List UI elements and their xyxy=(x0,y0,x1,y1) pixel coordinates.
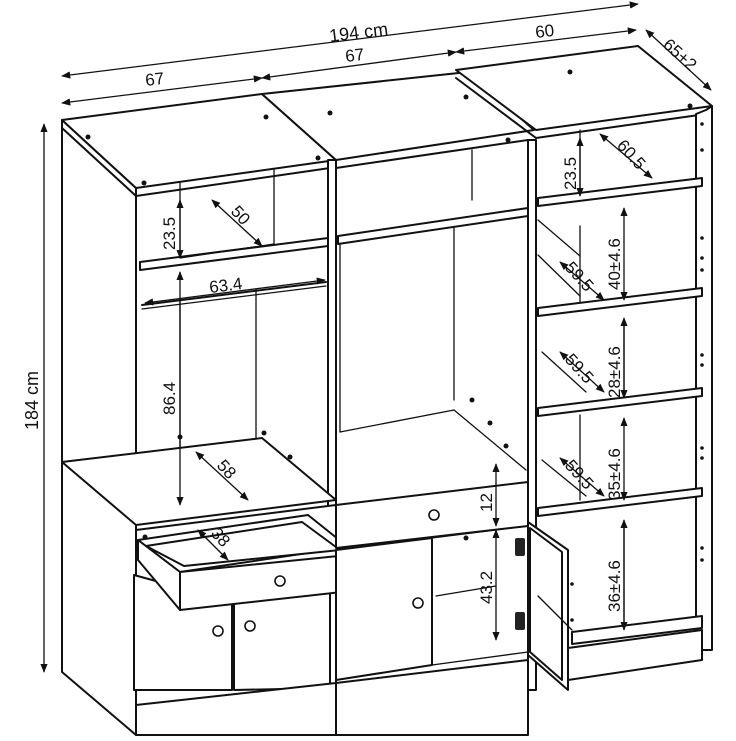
drawer-knob[interactable] xyxy=(274,575,286,587)
middle-drawer-knob[interactable] xyxy=(428,509,440,521)
height-label: 184 cm xyxy=(22,371,42,430)
right-top-shelf-depth-label: 60.5 xyxy=(613,136,649,173)
right-shelf-3-height-label: 35±4.6 xyxy=(605,448,624,500)
left-width-label: 67 xyxy=(144,69,165,90)
left-width-line xyxy=(61,75,263,106)
middle-width-label: 67 xyxy=(344,45,365,66)
right-side-panel xyxy=(695,105,713,651)
total-width-line xyxy=(61,1,639,79)
left-hanging-height-label: 86.4 xyxy=(160,382,179,415)
right-shelf-1-height-label: 40±4.6 xyxy=(605,238,624,290)
middle-top-panel xyxy=(261,71,535,161)
middle-left-door-knob[interactable] xyxy=(412,597,424,609)
right-bottom-shelf xyxy=(571,615,703,645)
overall-dimensions: 194 cm 67 67 60 65+2 184 cm xyxy=(22,1,712,673)
left-door-1-knob[interactable] xyxy=(212,625,224,637)
drawer-side xyxy=(137,539,181,611)
middle-drawer-height-label: 12 xyxy=(477,493,496,512)
middle-upper-shelf xyxy=(337,207,529,245)
hinge-top-icon xyxy=(515,538,525,556)
middle-width-line xyxy=(261,49,457,81)
total-width-label: 194 cm xyxy=(328,19,389,46)
right-shelf-4 xyxy=(537,487,703,517)
right-shelf-4-height-label: 36±4.6 xyxy=(605,560,624,612)
right-shelf-2-height-label: 28±4.6 xyxy=(605,346,624,398)
right-plinth xyxy=(567,629,703,681)
right-width-line xyxy=(455,27,637,55)
hinge-bottom-icon xyxy=(515,612,525,630)
left-module: 23.5 50 63.4 86.4 58 38 xyxy=(61,93,379,736)
middle-cabinet-height-label: 43.2 xyxy=(477,571,496,604)
right-shelf-1 xyxy=(537,177,703,207)
right-shelf-3-depth-label: 59.5 xyxy=(561,456,597,493)
middle-left-door[interactable] xyxy=(335,537,433,681)
left-top-shelf-height-label: 23.5 xyxy=(160,217,179,250)
right-top-shelf-height-label: 23.5 xyxy=(561,157,580,190)
middle-module: 12 43.2 xyxy=(261,71,569,736)
right-module: 23.5 60.5 40±4.6 59.5 28±4.6 59.5 35±4.6… xyxy=(455,45,713,681)
left-rail-width-label: 63.4 xyxy=(208,274,243,297)
depth-line xyxy=(645,29,712,91)
left-door-2-knob[interactable] xyxy=(244,620,256,632)
left-side-panel xyxy=(61,119,137,736)
right-width-label: 60 xyxy=(534,21,555,42)
right-shelf-3 xyxy=(537,387,703,417)
right-shelf-2 xyxy=(537,287,703,317)
middle-plinth xyxy=(335,659,529,736)
left-top-shelf-depth-label: 50 xyxy=(227,202,254,229)
